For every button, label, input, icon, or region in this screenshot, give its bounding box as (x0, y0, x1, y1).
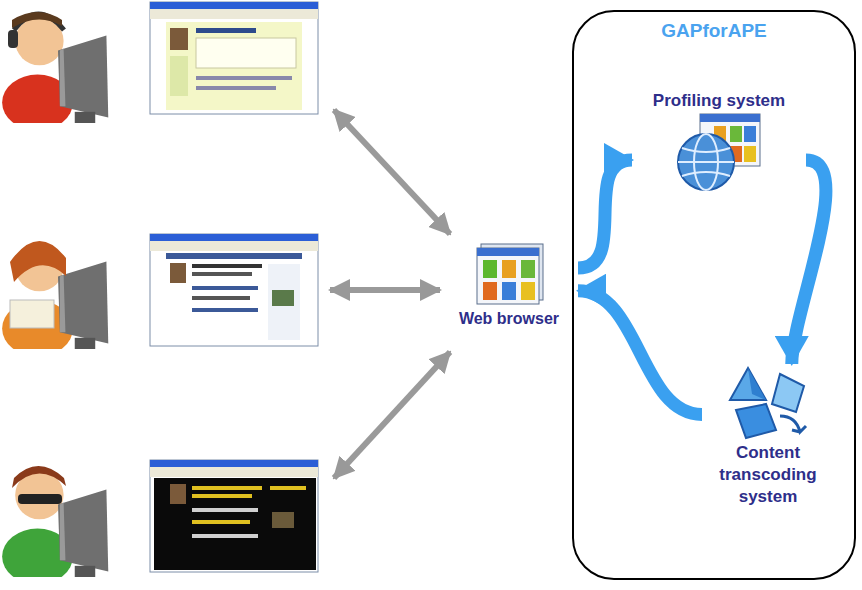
flow-arrow (578, 291, 702, 415)
node-label: Profiling system (632, 90, 806, 112)
browser-node: Web browser (440, 242, 578, 329)
node-icon (702, 364, 834, 442)
flow-arrow (578, 160, 632, 268)
node-label: Web browser (440, 308, 578, 329)
node-label: Content transcoding system (702, 442, 834, 508)
region-title: GAPforAPE (574, 12, 854, 42)
screenshot-plain (150, 234, 318, 346)
user-green (2, 466, 108, 584)
gapforape-region: GAPforAPE Profiling systemContent transco… (572, 10, 856, 580)
flow-arrow (792, 160, 826, 364)
profiling-icon (674, 112, 764, 196)
profiling-node: Profiling system (632, 90, 806, 196)
screenshot-dark (150, 460, 318, 572)
screenshot-light (150, 2, 318, 114)
node-icon (440, 242, 578, 308)
user-orange (2, 241, 108, 356)
access-arrows (330, 110, 450, 478)
browser-icon (473, 242, 545, 308)
transcoding-icon (726, 364, 810, 442)
user-red (2, 12, 108, 130)
node-icon (632, 112, 806, 196)
transcoding-node: Content transcoding system (702, 364, 834, 508)
